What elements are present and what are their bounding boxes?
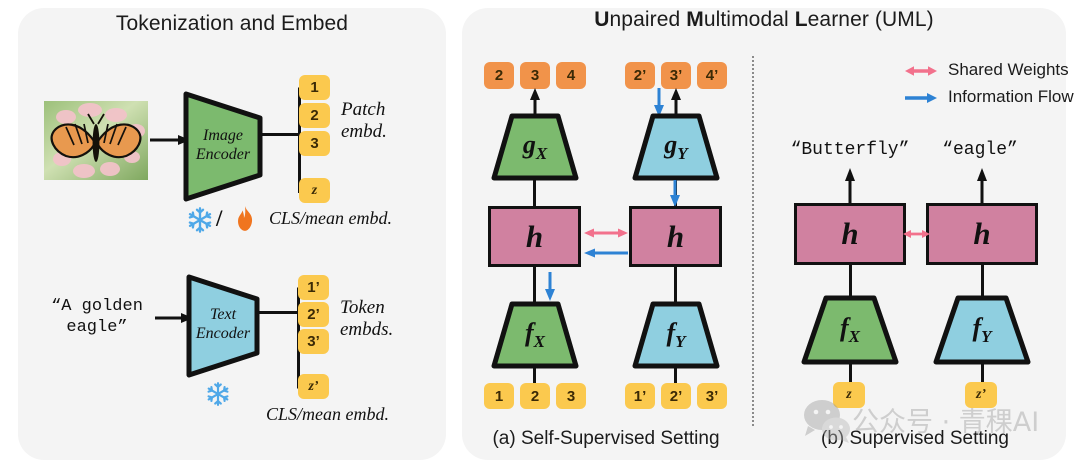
- panel-b-caption: (b) Supervised Setting: [821, 428, 1009, 449]
- legend-information-flow-icon: [905, 91, 937, 110]
- b-y-output-arrow: [975, 168, 989, 204]
- legend-information-flow-label: Information Flow: [948, 87, 1074, 106]
- text-cls-note: CLS/mean embd.: [266, 404, 389, 424]
- b-y-input-chip-z-prime[interactable]: z’: [965, 382, 997, 408]
- tokenization-panel: [18, 8, 446, 460]
- b-shared-weights-arrow: [903, 227, 930, 246]
- text-input-string: “A golden eagle”: [51, 297, 143, 337]
- b-y-h-block[interactable]: h: [926, 203, 1038, 265]
- a-x-f-block[interactable]: fX: [490, 300, 580, 370]
- text-encoder-block[interactable]: Text Encoder: [185, 273, 261, 379]
- b-x-input-chip-z[interactable]: z: [833, 382, 865, 408]
- a-cross-info-flow-arrow: [584, 246, 628, 265]
- input-image-butterfly: [44, 101, 148, 180]
- patch-chip-3[interactable]: 3: [299, 131, 330, 156]
- image-cls-note: CLS/mean embd.: [269, 208, 392, 228]
- a-y-input-chip-3[interactable]: 3’: [697, 383, 727, 409]
- right-panel-title: Unpaired Multimodal Learner (UML): [594, 8, 934, 31]
- a-x-output-chip-3[interactable]: 4: [556, 62, 586, 89]
- b-y-f-block[interactable]: fY: [932, 294, 1032, 366]
- a-x-output-chip-2[interactable]: 3: [520, 62, 550, 89]
- a-y-f-block[interactable]: fY: [631, 300, 721, 370]
- a-y-input-chip-2[interactable]: 2’: [661, 383, 691, 409]
- a-y-h-block[interactable]: h: [629, 206, 722, 267]
- a-x-g-block[interactable]: gX: [490, 112, 580, 182]
- b-y-output-label: “eagle”: [942, 140, 1018, 160]
- snowflake-icon: [186, 206, 214, 239]
- b-x-h-block[interactable]: h: [794, 203, 906, 265]
- image-encoder-out-line: [262, 133, 300, 136]
- a-y-output-chip-2[interactable]: 3’: [661, 62, 691, 89]
- a-y-g-block[interactable]: gY: [631, 112, 721, 182]
- a-y-input-chip-1[interactable]: 1’: [625, 383, 655, 409]
- a-x-g-to-h-line: [533, 178, 536, 208]
- a-x-input-line: [533, 366, 536, 386]
- legend-shared-weights-label: Shared Weights: [948, 60, 1069, 79]
- b-y-input-line: [981, 362, 984, 384]
- patch-chip-1[interactable]: 1: [299, 75, 330, 100]
- a-x-h-label: h: [525, 218, 544, 254]
- a-shared-weights-arrow: [584, 226, 628, 245]
- a-x-input-chip-3[interactable]: 3: [556, 383, 586, 409]
- b-x-output-arrow: [843, 168, 857, 204]
- a-x-h-block[interactable]: h: [488, 206, 581, 267]
- b-y-h-to-f-line: [981, 263, 984, 297]
- a-y-input-line: [674, 366, 677, 386]
- a-y-h-to-f-line: [674, 265, 677, 303]
- b-x-output-label: “Butterfly”: [790, 140, 910, 160]
- text-cls-chip-z-prime[interactable]: z’: [298, 374, 329, 399]
- b-x-f-block[interactable]: fX: [800, 294, 900, 366]
- b-x-h-to-f-line: [849, 263, 852, 297]
- a-y-output-chip-1[interactable]: 2’: [625, 62, 655, 89]
- flame-icon: [232, 205, 258, 238]
- token-embedding-note: Token embds.: [340, 297, 394, 340]
- patch-chip-2[interactable]: 2: [299, 103, 330, 128]
- text-encoder-out-line: [259, 311, 299, 314]
- left-panel-title: Tokenization and Embed: [115, 12, 349, 35]
- token-chip-3[interactable]: 3’: [298, 329, 329, 354]
- text-encoder-label: Text Encoder: [195, 306, 251, 342]
- b-x-input-line: [849, 362, 852, 384]
- a-y-top-info-flow-arrow: [652, 88, 666, 118]
- image-encoder-label: Image Encoder: [195, 127, 251, 163]
- token-chip-1[interactable]: 1’: [298, 275, 329, 300]
- token-chip-2[interactable]: 2’: [298, 302, 329, 327]
- a-y-output-chip-3[interactable]: 4’: [697, 62, 727, 89]
- a-y-mid-info-flow-arrow: [668, 180, 682, 208]
- image-encoder-block[interactable]: Image Encoder: [182, 90, 264, 203]
- a-y-h-label: h: [666, 218, 685, 254]
- a-x-output-chip-1[interactable]: 2: [484, 62, 514, 89]
- b-y-h-label: h: [973, 216, 991, 251]
- panel-a-caption: (a) Self-Supervised Setting: [492, 428, 720, 449]
- frozen-tunable-separator: /: [216, 206, 223, 231]
- panel-divider: [752, 56, 754, 426]
- snowflake-icon: [205, 381, 231, 412]
- image-cls-chip-z[interactable]: z: [299, 178, 330, 203]
- a-x-h-to-f-line: [533, 265, 536, 303]
- legend-shared-weights-icon: [905, 64, 937, 83]
- a-x-info-flow-arrow: [543, 272, 557, 302]
- patch-embedding-note: Patch embd.: [341, 99, 387, 142]
- b-x-h-label: h: [841, 216, 859, 251]
- a-x-input-chip-2[interactable]: 2: [520, 383, 550, 409]
- a-x-input-chip-1[interactable]: 1: [484, 383, 514, 409]
